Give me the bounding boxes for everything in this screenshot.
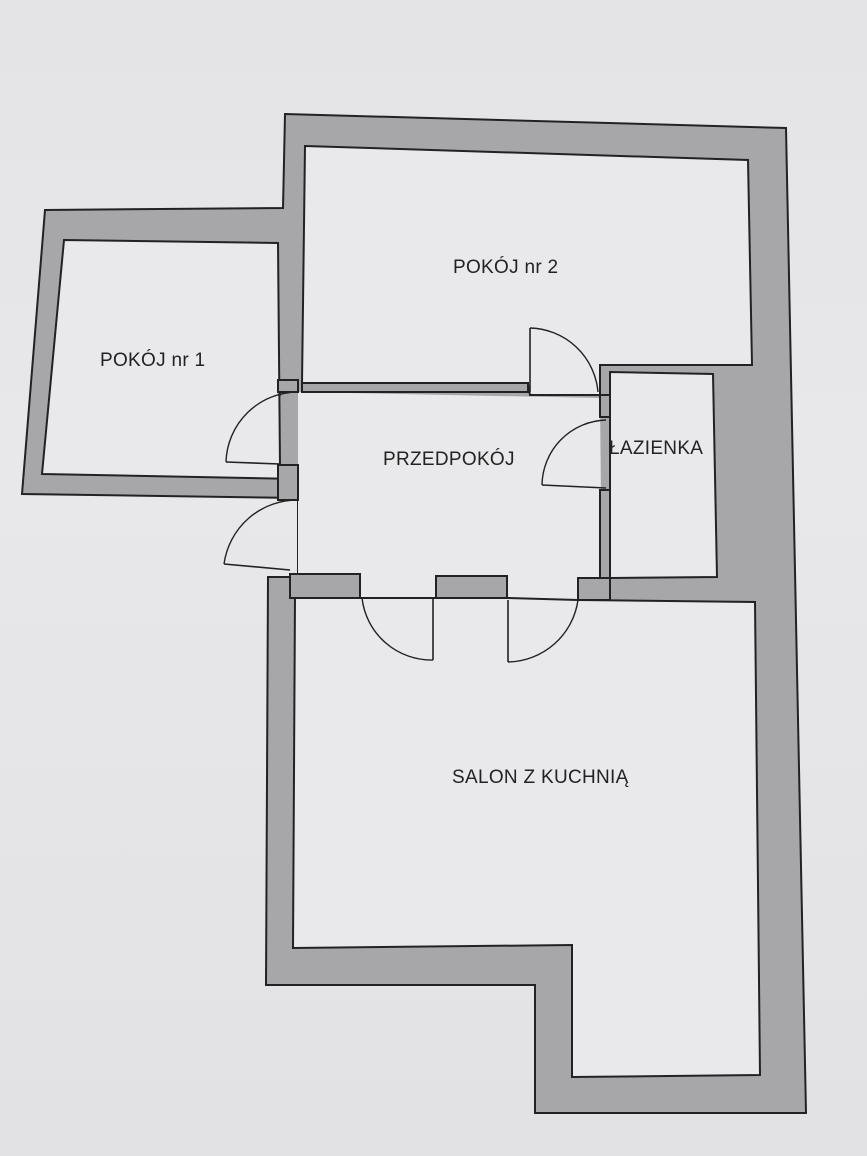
door-leaf-lazienka [541,484,607,489]
label-pokoj-nr-1: POKÓJ nr 1 [100,350,206,371]
door-line-left-lower [223,563,291,571]
door-swing-pokoj2 [529,327,599,393]
door-swing-left-lower [223,499,299,565]
wall-salon-top-left [289,573,361,599]
label-pokoj-nr-2: POKÓJ nr 2 [453,257,559,278]
label-przedpokoj: PRZEDPOKÓJ [383,449,515,470]
door-swing-salon-left [361,597,434,661]
label-lazienka: ŁAZIENKA [609,438,704,459]
room-lazienka [609,370,719,580]
label-salon-z-kuchnia: SALON Z KUCHNIĄ [452,767,629,788]
door-swing-pokoj1-upper [225,391,299,463]
door-line-pokoj1-upper [225,461,281,465]
room-przedpokoj [298,392,602,602]
wall-pokoj1-side-bottom [277,464,299,501]
room-salon-z-kuchnia [291,593,762,1079]
wall-salon-top-mid [435,575,508,599]
door-swing-salon-right [507,599,579,663]
wall-pokoj1-side-top [277,379,299,393]
wall-lazienka-left-top [599,394,611,418]
door-swing-lazienka [541,419,607,486]
wall-salon-top-right [577,577,611,601]
wall-between-hall-and-pokoj2 [301,382,529,393]
